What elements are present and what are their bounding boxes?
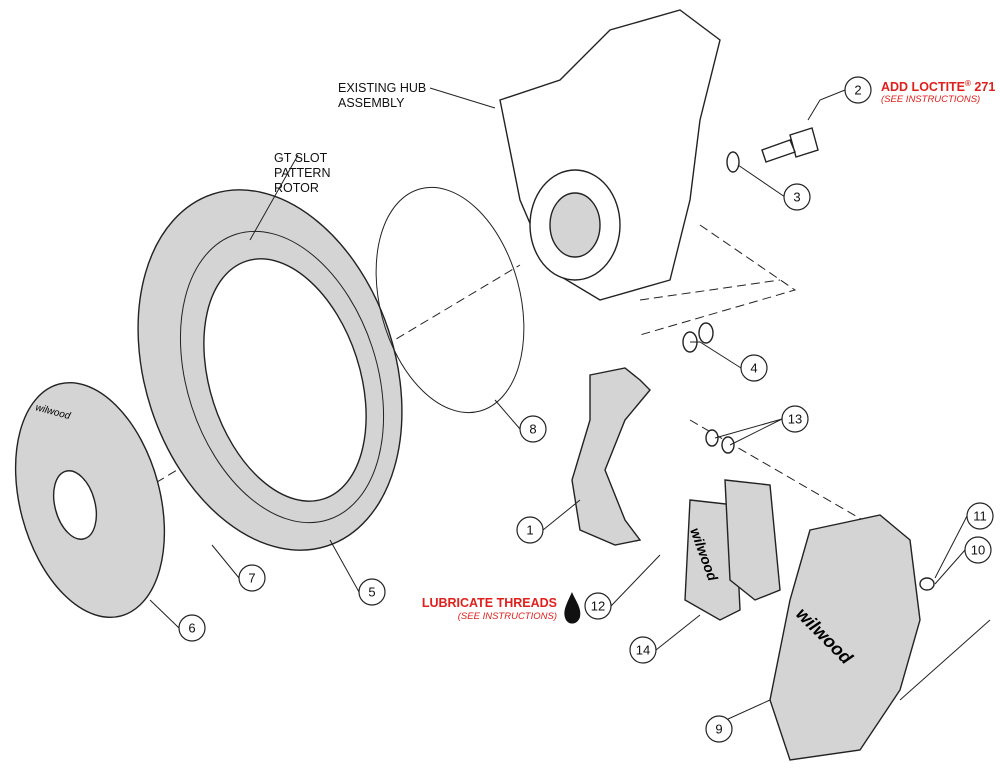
hub-knuckle [499, 9, 721, 301]
callout-12: 12 [584, 592, 612, 620]
svg-text:13: 13 [788, 412, 802, 427]
callout-10: 10 [964, 536, 992, 564]
brake-pad [724, 479, 781, 601]
caliper-pin [899, 619, 991, 701]
callout-14: 14 [629, 636, 657, 664]
callout-2: 2 [844, 76, 872, 104]
svg-text:11: 11 [973, 509, 987, 524]
callout-5: 5 [358, 578, 386, 606]
lubricate-instructions: (SEE INSTRUCTIONS) [458, 611, 557, 622]
washer [726, 151, 740, 173]
rotor-hat: wilwood [14, 381, 166, 619]
bolt [761, 127, 819, 163]
callout-7: 7 [238, 564, 266, 592]
svg-text:2: 2 [854, 83, 861, 98]
callout-6: 6 [178, 614, 206, 642]
shim [698, 322, 714, 344]
rotor-label-line1: GT SLOT [274, 151, 328, 165]
svg-text:14: 14 [636, 643, 650, 658]
nut [919, 577, 935, 591]
svg-text:9: 9 [715, 722, 722, 737]
svg-text:7: 7 [248, 571, 255, 586]
loctite-note: ADD LOCTITE® 271 [881, 79, 995, 94]
svg-text:1: 1 [526, 523, 533, 538]
callout-3: 3 [783, 183, 811, 211]
callout-8: 8 [519, 415, 547, 443]
caliper-bracket [571, 367, 651, 546]
washer [705, 429, 719, 447]
callout-4: 4 [740, 354, 768, 382]
loctite-instructions: (SEE INSTRUCTIONS) [881, 94, 980, 105]
svg-text:10: 10 [971, 543, 985, 558]
lubricate-note: LUBRICATE THREADS [422, 596, 557, 610]
callout-11: 11 [966, 502, 994, 530]
rotor-label-line2: PATTERN [274, 166, 330, 180]
svg-text:8: 8 [529, 422, 536, 437]
svg-text:4: 4 [750, 361, 757, 376]
svg-text:6: 6 [188, 621, 195, 636]
svg-text:5: 5 [368, 585, 375, 600]
hub-label-line1: EXISTING HUB [338, 81, 426, 95]
leader-lines [149, 87, 968, 730]
svg-text:3: 3 [793, 190, 800, 205]
oil-drop-icon [564, 592, 581, 624]
svg-text:12: 12 [591, 599, 605, 614]
rotor-label-line3: ROTOR [274, 181, 319, 195]
washer [721, 436, 735, 454]
caliper [769, 514, 921, 761]
rotor [137, 189, 403, 551]
callout-9: 9 [705, 715, 733, 743]
callout-1: 1 [516, 516, 544, 544]
hub-label-line2: ASSEMBLY [338, 96, 405, 110]
retaining-ring [375, 186, 525, 414]
callout-13: 13 [781, 405, 809, 433]
